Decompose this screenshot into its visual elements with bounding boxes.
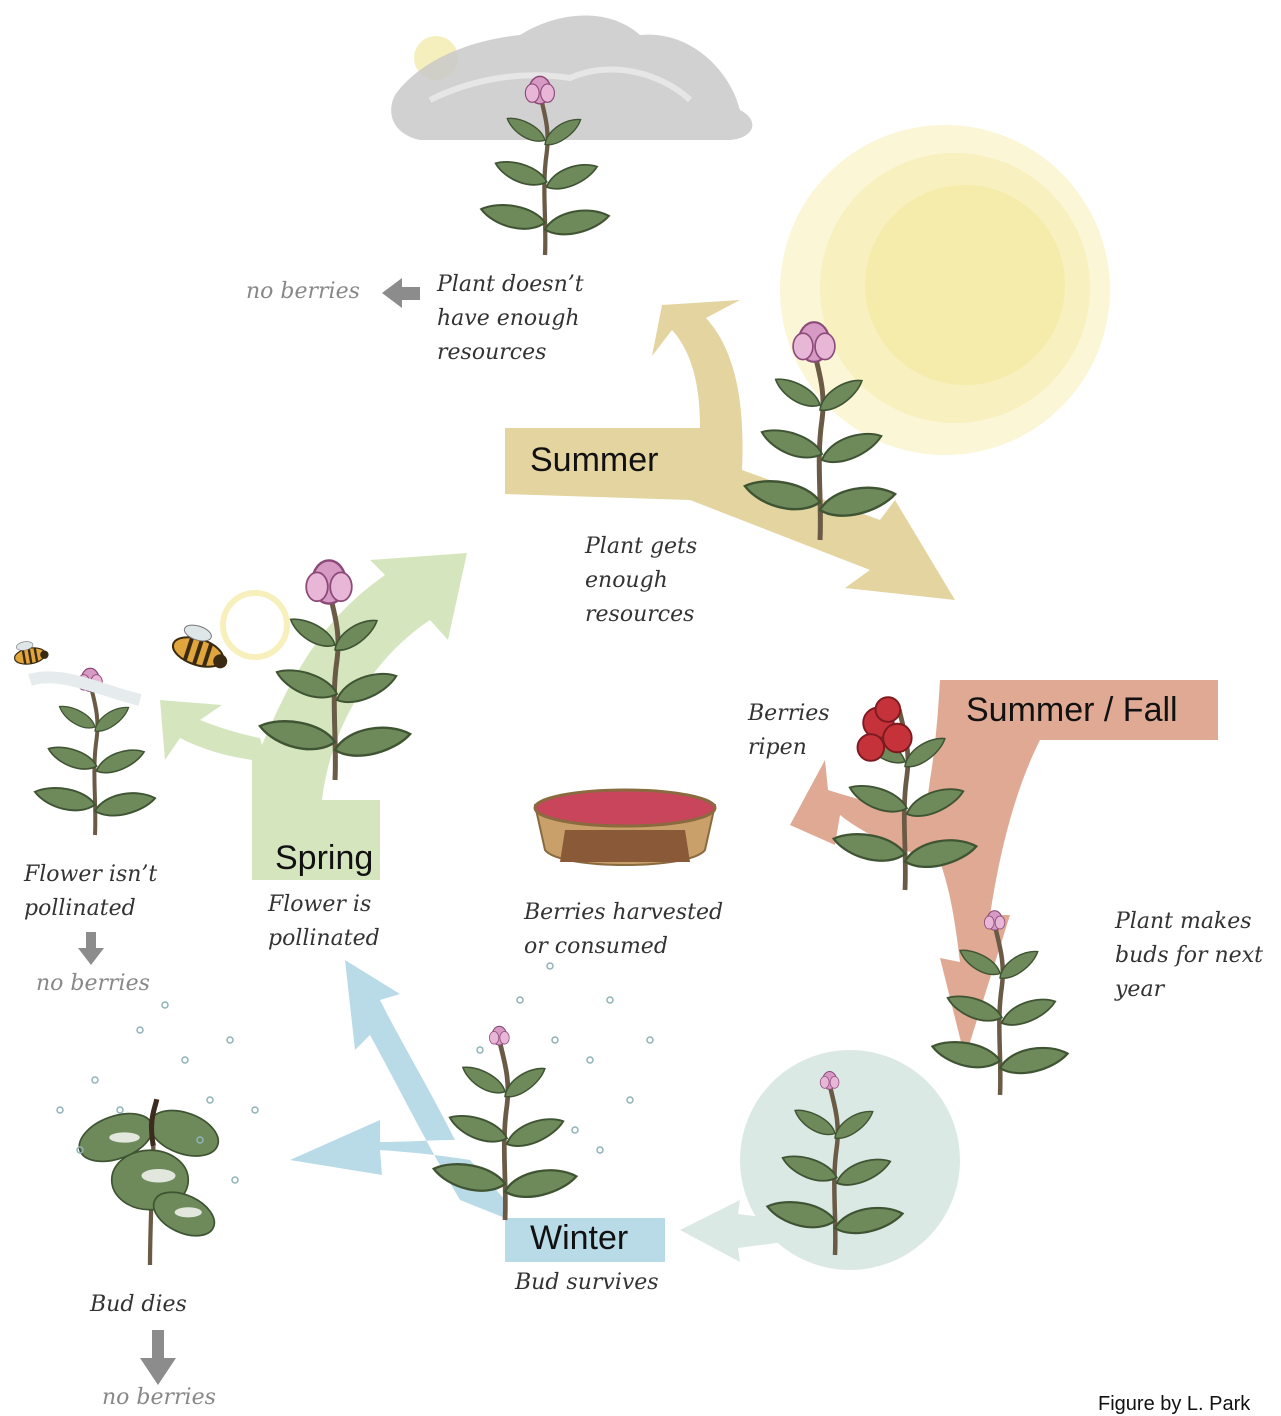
outcome-no-berries-bottom: no berries	[102, 1381, 216, 1415]
outcome-no-berries-top: no berries	[246, 275, 360, 309]
bee-trail	[30, 677, 140, 700]
season-summer-fall: Summer / Fall	[966, 690, 1178, 730]
plant-new-buds	[930, 911, 1070, 1095]
note-bud-survives: Bud survives	[515, 1266, 659, 1300]
note-bud-dies: Bud dies	[90, 1288, 187, 1322]
season-spring: Spring	[275, 838, 373, 878]
plant-winter	[431, 1026, 579, 1220]
figure-credit: Figure by L. Park	[1098, 1393, 1250, 1416]
bee-small-icon	[12, 638, 50, 666]
plant-not-pollinated	[33, 668, 157, 835]
basket	[535, 790, 715, 865]
season-summer: Summer	[530, 440, 658, 480]
outcome-no-berries-left: no berries	[36, 967, 150, 1001]
plant-dying	[73, 1099, 225, 1265]
winter-arrows	[290, 960, 665, 1262]
pollination-glow	[223, 593, 287, 657]
spring-arrows	[160, 553, 467, 880]
season-winter: Winter	[530, 1218, 628, 1258]
